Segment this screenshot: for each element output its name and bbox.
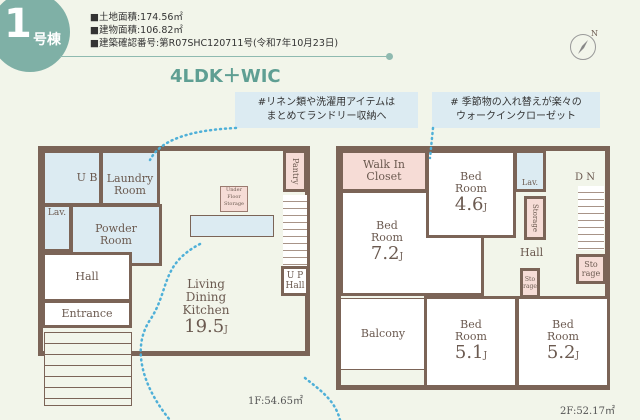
building-suffix: 号棟 — [33, 32, 61, 48]
size-unit: J — [483, 350, 488, 361]
room-label: Hall — [75, 270, 99, 283]
room-label: Living Dining Kitchen — [182, 277, 230, 317]
room-label: Laundry Room — [106, 172, 154, 197]
callout-wic: # 季節物の入れ替えが楽々の ウォークインクローゼット — [432, 92, 600, 128]
room-balcony: Balcony — [340, 298, 426, 370]
room-lav-1f: Lav. — [42, 204, 72, 252]
room-label: Bed Room — [455, 317, 487, 343]
building-area: ■建物面積:106.82㎡ — [90, 25, 183, 36]
size-value: 4.6 — [454, 193, 484, 215]
room-bed-4-6: Bed Room 4.6J — [426, 150, 516, 238]
hall-label-2f: Hall — [520, 246, 544, 259]
building-number: 1 — [4, 1, 32, 47]
size-unit: J — [399, 251, 404, 262]
room-pantry: Pantry — [283, 150, 307, 192]
size-unit: J — [224, 325, 228, 335]
room-label: Bed Room — [455, 169, 487, 195]
underfloor-storage: Under Floor Storage — [220, 186, 248, 212]
staircase-2f[interactable] — [578, 186, 604, 250]
dn-label: D N — [575, 172, 595, 183]
room-laundry: Laundry Room — [100, 150, 160, 206]
room-bed-5-2: Bed Room 5.2J — [516, 296, 610, 388]
divider — [60, 56, 390, 57]
building-badge: 1 号棟 — [0, 0, 70, 72]
compass-label: N — [591, 29, 598, 38]
size-value: 19.5 — [184, 316, 225, 337]
room-entrance: Entrance — [42, 300, 132, 328]
room-label: Entrance — [61, 307, 113, 320]
size-value: 5.2 — [546, 341, 576, 363]
divider-dot — [386, 53, 393, 60]
leader-line-balcony — [303, 376, 342, 420]
size-value: 7.2 — [370, 242, 400, 264]
room-storage-1: Storage — [524, 196, 546, 240]
room-size: 5.2J — [546, 341, 580, 366]
room-label: Powder Room — [95, 222, 137, 247]
room-size: 5.1J — [454, 341, 488, 366]
room-lav-2f: Lav. — [514, 150, 546, 192]
size-value: 5.1 — [454, 341, 484, 363]
compass-icon: N — [570, 29, 598, 60]
room-label: Walk In Closet — [362, 158, 406, 183]
room-size: 7.2J — [370, 242, 404, 267]
callout-laundry: #リネン類や洗濯用アイテムは まとめてランドリー収納へ — [235, 92, 418, 128]
room-size: 19.5J — [184, 317, 228, 340]
room-label: U B — [76, 171, 98, 184]
room-label: Bed Room — [371, 218, 403, 244]
room-wic: Walk In Closet — [340, 150, 428, 192]
land-area: ■土地面積:174.56㎡ — [90, 12, 183, 23]
room-label: Bed Room — [547, 317, 579, 343]
room-label: U P Hall — [285, 271, 305, 291]
staircase-1f[interactable] — [283, 195, 307, 267]
room-label: Lav. — [521, 178, 539, 187]
room-size: 4.6J — [454, 193, 488, 218]
room-label: Storage — [531, 204, 539, 232]
layout-type: 4LDK＋WIC — [170, 66, 281, 87]
entrance-steps — [44, 332, 132, 406]
callout-line: #リネン類や洗濯用アイテムは — [257, 97, 396, 108]
room-ldk: Living Dining Kitchen 19.5J — [132, 264, 280, 354]
room-label: Lav. — [47, 208, 67, 218]
room-label: Pantry — [291, 157, 300, 185]
room-ub: U B — [42, 150, 102, 206]
room-label: Sto rage — [523, 276, 537, 290]
callout-line: ウォークインクローゼット — [456, 111, 576, 122]
kitchen-counter — [190, 215, 274, 237]
room-hall-1f: Hall — [42, 252, 132, 302]
size-unit: J — [575, 350, 580, 361]
room-label: Balcony — [360, 327, 406, 340]
room-up-hall: U P Hall — [281, 266, 309, 296]
callout-line: まとめてランドリー収納へ — [266, 111, 387, 122]
room-storage-2: Sto rage — [576, 254, 606, 284]
callout-line: # 季節物の入れ替えが楽々の — [450, 97, 582, 108]
floor-area-1f: 1F:54.65㎡ — [248, 396, 303, 407]
permit-number: ■建築確認番号:第R07SHC120711号(令和7年10月23日) — [90, 38, 339, 49]
room-bed-5-1: Bed Room 5.1J — [424, 296, 518, 388]
size-unit: J — [483, 202, 488, 213]
room-label: Sto rage — [581, 260, 601, 278]
room-storage-3: Sto rage — [520, 268, 540, 298]
floor-area-2f: 2F:52.17㎡ — [560, 406, 615, 417]
